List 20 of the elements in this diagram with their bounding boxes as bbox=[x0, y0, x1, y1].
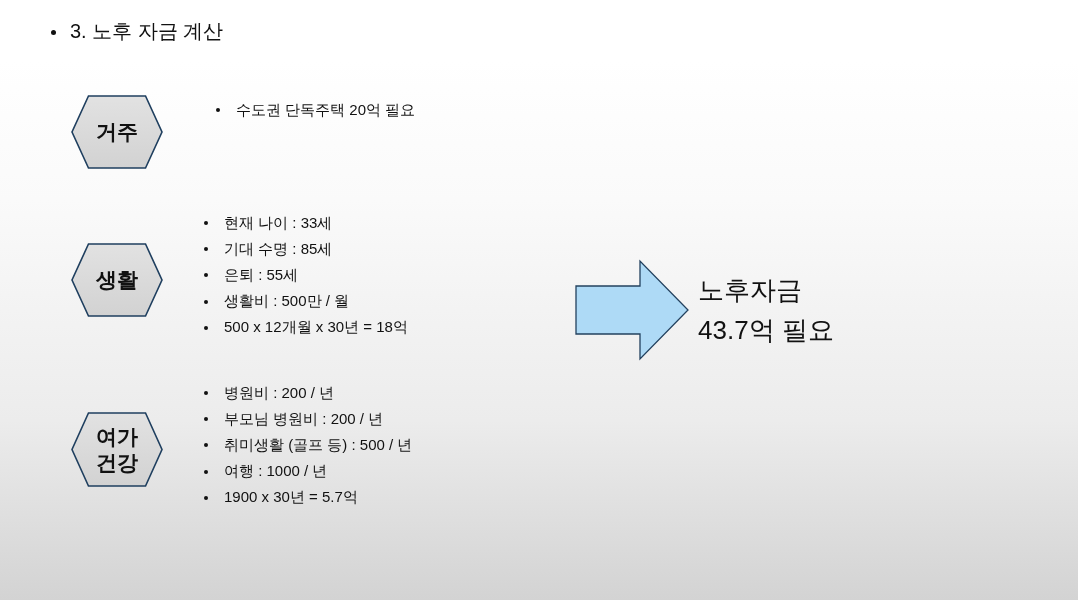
hexagon-label: 생활 bbox=[95, 267, 139, 293]
bullet-text: 500 x 12개월 x 30년 = 18억 bbox=[224, 317, 408, 337]
bullet-text: 여행 : 1000 / 년 bbox=[224, 461, 328, 481]
bullet-text: 현재 나이 : 33세 bbox=[224, 212, 333, 232]
bullet-text: 기대 수명 : 85세 bbox=[224, 238, 333, 258]
bullet-text: 수도권 단독주택 20억 필요 bbox=[236, 99, 416, 119]
hexagon-label: 여가 건강 bbox=[95, 423, 139, 476]
bullet-text: 부모님 병원비 : 200 / 년 bbox=[224, 408, 384, 428]
bullet-text: 생활비 : 500만 / 월 bbox=[224, 291, 350, 311]
category-hexagon bbox=[71, 95, 163, 169]
bullet-text: 1900 x 30년 = 5.7억 bbox=[224, 487, 358, 507]
slide-title: 3. 노후 자금 계산 bbox=[70, 19, 224, 43]
result-text: 노후자금 43.7억 필요 bbox=[698, 270, 873, 350]
category-hexagon bbox=[71, 243, 163, 317]
bullet-text: 병원비 : 200 / 년 bbox=[224, 382, 335, 402]
block-arrow bbox=[575, 259, 689, 361]
bullet-text: 은퇴 : 55세 bbox=[224, 264, 299, 284]
hexagon-label: 거주 bbox=[95, 119, 139, 145]
bullet-text: 취미생활 (골프 등) : 500 / 년 bbox=[224, 434, 413, 454]
category-hexagon bbox=[71, 412, 163, 487]
